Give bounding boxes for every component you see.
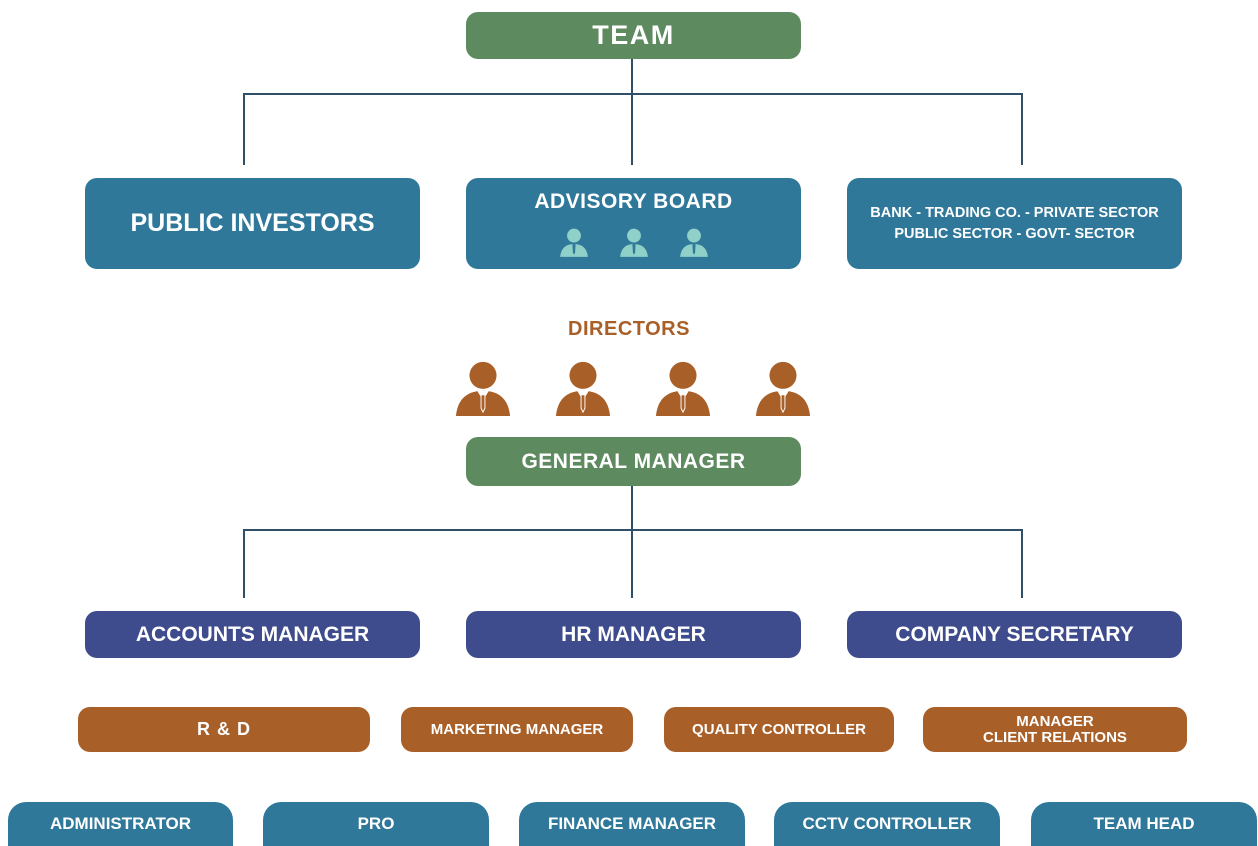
advisor-person-icon (559, 228, 588, 257)
pro-node: PRO (263, 802, 489, 846)
company-secretary-label: COMPANY SECRETARY (895, 622, 1134, 646)
accounts-manager-node: ACCOUNTS MANAGER (85, 611, 420, 658)
advisor-person-icon (619, 228, 648, 257)
finance-manager-node: FINANCE MANAGER (519, 802, 745, 846)
general-manager-node: GENERAL MANAGER (466, 437, 801, 486)
team-head-node: TEAM HEAD (1031, 802, 1257, 846)
connector-right-down (1021, 93, 1023, 165)
sectors-line-1: BANK - TRADING CO. - PRIVATE SECTOR (870, 204, 1159, 221)
public-investors-label: PUBLIC INVESTORS (130, 209, 375, 237)
advisory-board-node: ADVISORY BOARD (466, 178, 801, 269)
directors-label: DIRECTORS (568, 318, 690, 340)
quality-controller-label: QUALITY CONTROLLER (692, 721, 866, 738)
rnd-label: R & D (197, 719, 251, 739)
connector-mid-right-down (1021, 529, 1023, 598)
director-person-icon (655, 361, 711, 416)
director-person-icon (555, 361, 611, 416)
public-investors-node: PUBLIC INVESTORS (85, 178, 420, 269)
sectors-node: BANK - TRADING CO. - PRIVATE SECTOR PUBL… (847, 178, 1182, 269)
hr-manager-label: HR MANAGER (561, 622, 706, 646)
connector-mid-left-down (243, 529, 245, 598)
quality-controller-node: QUALITY CONTROLLER (664, 707, 894, 752)
client-relations-line-2: CLIENT RELATIONS (983, 728, 1127, 746)
team-label: TEAM (592, 20, 675, 50)
administrator-node: ADMINISTRATOR (8, 802, 233, 846)
rnd-node: R & D (78, 707, 370, 752)
connector-left-down (243, 93, 245, 165)
connector-mid-horizontal (243, 529, 1023, 531)
marketing-manager-label: MARKETING MANAGER (430, 721, 604, 738)
administrator-label: ADMINISTRATOR (49, 814, 192, 833)
director-person-icon (455, 361, 511, 416)
connector-top-horizontal (243, 93, 1023, 95)
hr-manager-node: HR MANAGER (466, 611, 801, 658)
connector-gm-down (631, 486, 633, 598)
company-secretary-node: COMPANY SECRETARY (847, 611, 1182, 658)
general-manager-label: GENERAL MANAGER (521, 449, 746, 473)
advisor-person-icon (679, 228, 708, 257)
client-relations-line-1: MANAGER (1016, 712, 1094, 730)
finance-manager-label: FINANCE MANAGER (547, 814, 717, 833)
connector-team-down (631, 58, 633, 165)
cctv-controller-label: CCTV CONTROLLER (802, 814, 972, 833)
pro-label: PRO (357, 814, 395, 833)
director-person-icon (755, 361, 811, 416)
client-relations-node: MANAGER CLIENT RELATIONS (923, 707, 1187, 752)
sectors-line-2: PUBLIC SECTOR - GOVT- SECTOR (894, 225, 1135, 242)
team-head-label: TEAM HEAD (1093, 814, 1195, 833)
cctv-controller-node: CCTV CONTROLLER (774, 802, 1000, 846)
advisor-icons (558, 224, 710, 260)
advisory-board-label: ADVISORY BOARD (534, 190, 733, 213)
marketing-manager-node: MARKETING MANAGER (401, 707, 633, 752)
team-node: TEAM (466, 12, 801, 59)
accounts-manager-label: ACCOUNTS MANAGER (135, 622, 370, 646)
